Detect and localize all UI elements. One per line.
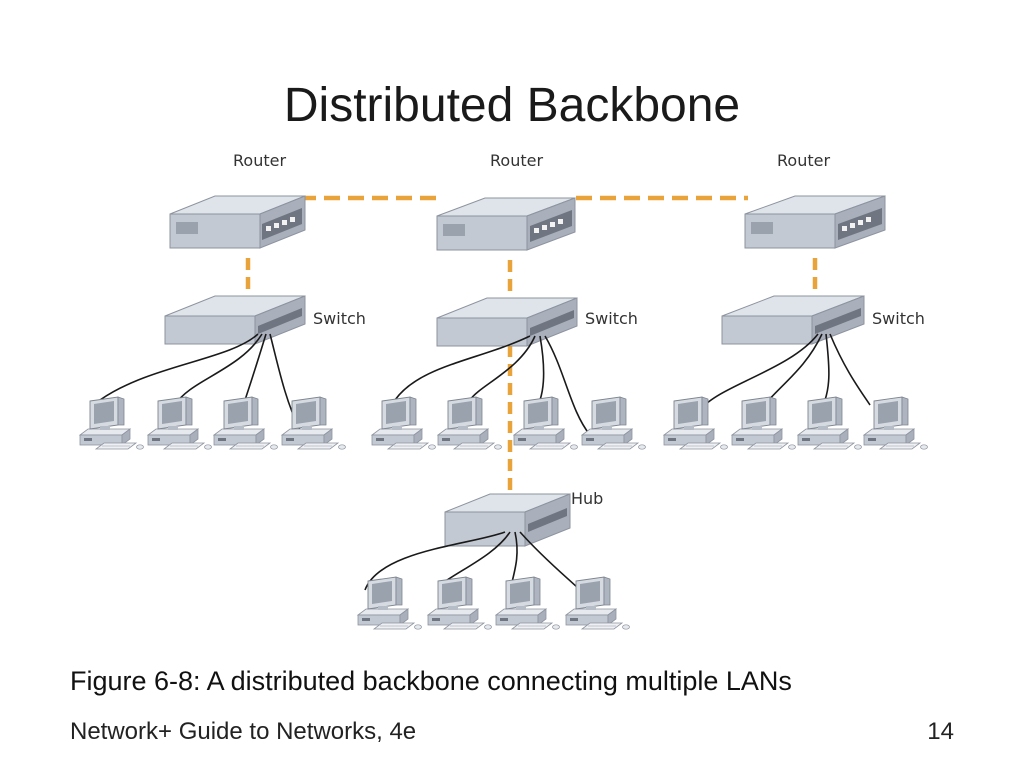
footer-text: Network+ Guide to Networks, 4e — [70, 718, 417, 745]
workstation — [437, 396, 502, 450]
slide-title: Distributed Backbone — [283, 79, 741, 132]
switch-right — [721, 295, 865, 345]
switch-label: Switch — [313, 309, 366, 328]
router-right — [744, 195, 886, 249]
workstation — [863, 396, 928, 450]
workstation — [495, 576, 560, 630]
switch-left — [164, 295, 306, 345]
switch-label: Switch — [872, 309, 925, 328]
figure-caption: Figure 6-8: A distributed backbone conne… — [70, 666, 792, 696]
workstation — [731, 396, 796, 450]
router-label: Router — [490, 151, 543, 170]
router-label: Router — [233, 151, 286, 170]
workstation — [513, 396, 578, 450]
workstation — [147, 396, 212, 450]
workstations-right — [663, 396, 928, 450]
workstation — [281, 396, 346, 450]
workstation — [371, 396, 436, 450]
workstation — [663, 396, 728, 450]
workstation — [79, 396, 144, 450]
workstation — [581, 396, 646, 450]
switch-label: Switch — [585, 309, 638, 328]
backbone-links — [245, 195, 818, 500]
page-number: 14 — [927, 718, 954, 745]
hub — [444, 493, 571, 547]
router-left — [169, 195, 306, 249]
workstation — [213, 396, 278, 450]
hub-label: Hub — [571, 489, 603, 508]
switch-center — [436, 297, 578, 347]
router-label: Router — [777, 151, 830, 170]
router-center — [436, 197, 576, 251]
workstation — [427, 576, 492, 630]
workstations-hub — [357, 576, 630, 630]
workstation — [797, 396, 862, 450]
workstations-left — [79, 396, 346, 450]
